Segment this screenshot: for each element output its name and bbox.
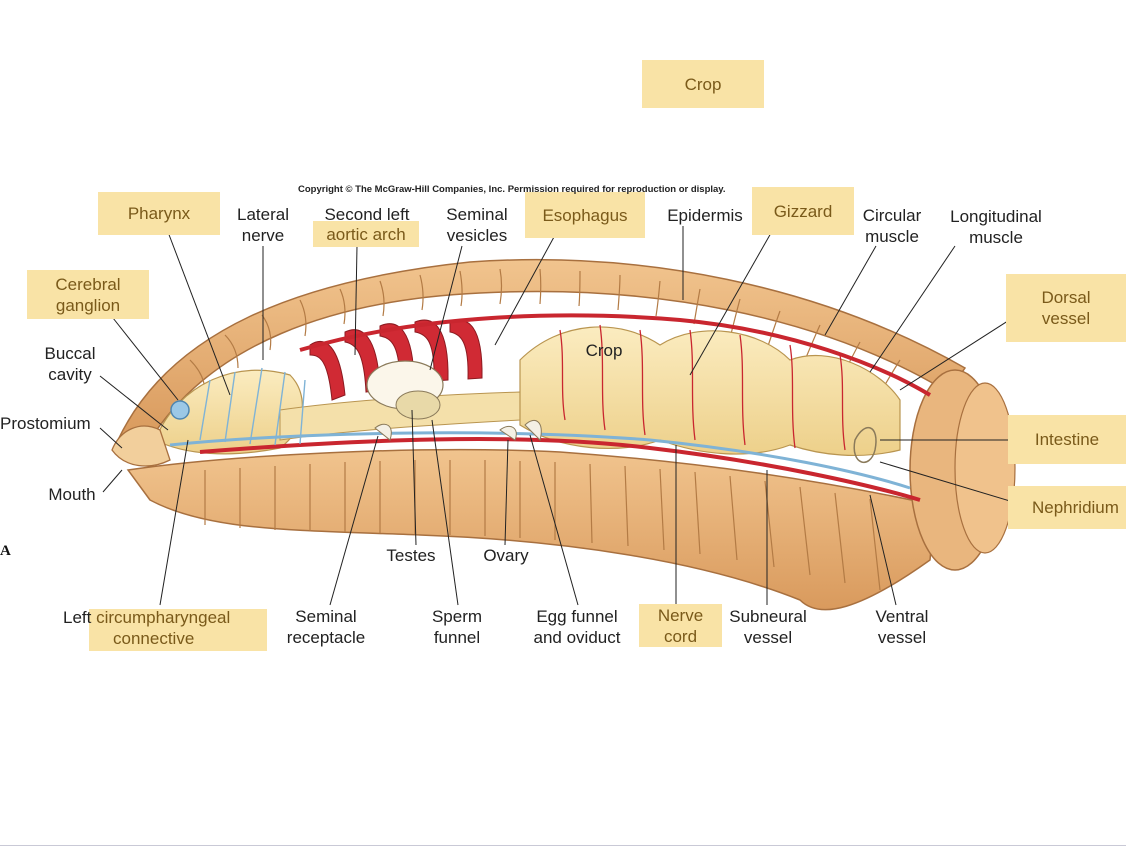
cerebral-ganglion-shape xyxy=(170,400,190,420)
dorsal-vessel-line xyxy=(299,313,932,397)
upper-segments xyxy=(189,268,901,396)
label-second-left: Second left xyxy=(324,205,410,224)
label-pharynx[interactable]: Pharynx xyxy=(98,192,220,235)
label-testes: Testes xyxy=(386,546,436,565)
label-dorsal-vessel[interactable]: Dorsal vessel xyxy=(1006,274,1126,342)
lower-body-wall xyxy=(126,448,936,611)
label-nerve-cord[interactable]: Nerve cord xyxy=(639,604,722,647)
label-gizzard[interactable]: Gizzard xyxy=(752,187,854,235)
label-nephridium[interactable]: Nephridium xyxy=(1008,486,1126,529)
label-cerebral-ganglion[interactable]: Cerebral ganglion xyxy=(27,270,149,319)
ovary-shape xyxy=(499,425,517,441)
nephridium-shape xyxy=(853,427,877,464)
label-aortic-arch-highlight[interactable]: aortic arch xyxy=(313,221,419,247)
gut-capillaries xyxy=(559,324,846,451)
copyright-notice: Copyright © The McGraw-Hill Companies, I… xyxy=(298,184,726,195)
label-crop-top[interactable]: Crop xyxy=(642,60,764,108)
leader-lines xyxy=(99,225,1031,606)
lower-segments xyxy=(204,460,881,591)
label-prostomium: Prostomium xyxy=(0,414,91,433)
figure-letter: A xyxy=(0,543,11,559)
label-left-circumpharyngeal: Left circumpharyngeal connective xyxy=(63,608,231,648)
label-intestine[interactable]: Intestine xyxy=(1008,415,1126,464)
label-mouth: Mouth xyxy=(48,485,96,504)
label-esophagus[interactable]: Esophagus xyxy=(525,192,645,238)
label-ovary: Ovary xyxy=(483,546,529,565)
label-epidermis: Epidermis xyxy=(667,206,743,225)
label-crop-inner: Crop xyxy=(585,341,623,360)
bottom-divider xyxy=(0,845,1126,846)
ventral-vessel-line xyxy=(199,437,921,502)
pharynx-nerves xyxy=(199,367,306,446)
label-left-circumpharyngeal-highlight[interactable] xyxy=(89,609,267,651)
nerve-cord-line xyxy=(169,431,911,490)
prostomium-shape xyxy=(111,425,171,467)
sperm-funnel-shape xyxy=(374,423,392,441)
